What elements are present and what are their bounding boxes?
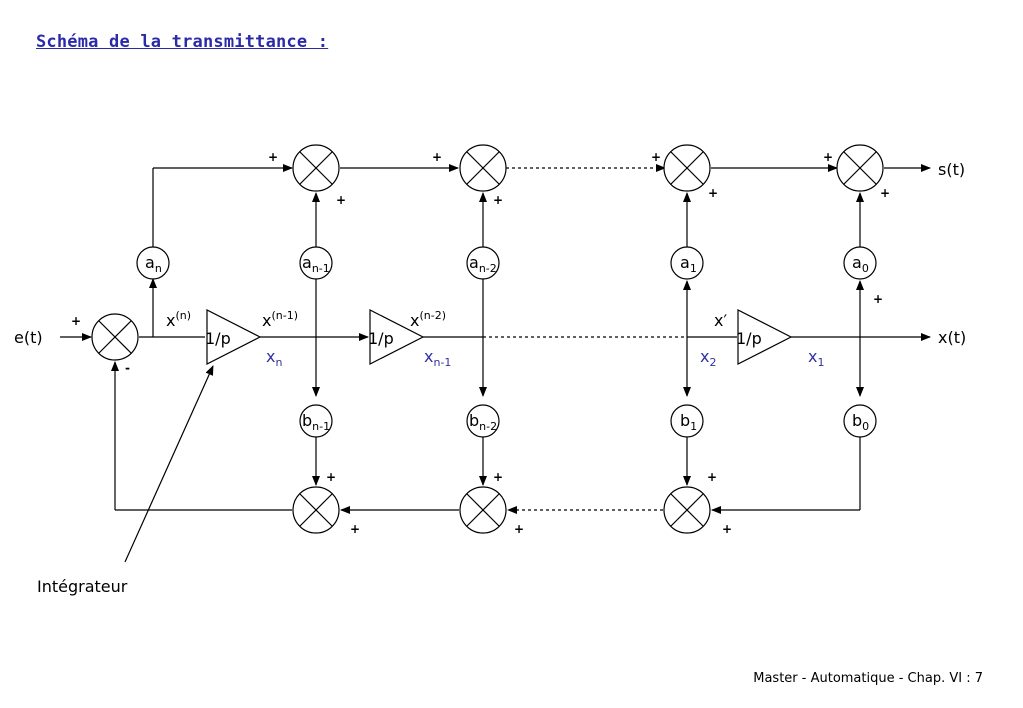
state-x2-label: x2 — [700, 347, 716, 369]
integrator-3 — [737, 309, 793, 365]
coef-bn2-label: bn-2 — [469, 411, 497, 433]
integrator-3-gain: 1/p — [736, 329, 762, 348]
sign-bot1-top: + — [326, 470, 336, 484]
deriv-xn1-label: x(n-1) — [262, 309, 298, 330]
sign-input-minus: - — [125, 361, 130, 375]
coef-an1-label: an-1 — [302, 253, 330, 275]
sign-bot3-top: + — [707, 470, 717, 484]
coef-bn2-circle — [466, 404, 500, 438]
coef-b0-circle — [843, 404, 877, 438]
sign-top1-bottom: + — [336, 193, 346, 207]
sum-top-1 — [292, 144, 340, 192]
sum-top-4 — [836, 144, 884, 192]
output-x-label: x(t) — [938, 328, 966, 347]
sign-top3-left: + — [651, 150, 661, 164]
coef-an-circle — [136, 246, 170, 280]
sign-top3-bottom: + — [708, 186, 718, 200]
coef-an2-label: an-2 — [469, 253, 497, 275]
integrator-2-gain: 1/p — [368, 329, 394, 348]
state-xn1-label: xn-1 — [424, 347, 451, 369]
coef-a1-label: a1 — [680, 253, 697, 275]
coef-a0-circle — [843, 246, 877, 280]
sum-bottom-2 — [459, 486, 507, 534]
coef-a1-circle — [670, 246, 704, 280]
coef-bn1-label: bn-1 — [302, 411, 330, 433]
state-xn-label: xn — [266, 347, 282, 369]
sum-input — [91, 313, 139, 361]
state-x1-label: x1 — [808, 347, 824, 369]
wire-integrator-pointer — [124, 365, 214, 563]
deriv-xn2-label: x(n-2) — [410, 309, 446, 330]
coef-an-label: an — [145, 253, 162, 275]
integrator-note: Intégrateur — [37, 577, 128, 596]
output-s-label: s(t) — [938, 160, 965, 179]
coef-b1-circle — [670, 404, 704, 438]
integrator-2 — [369, 309, 425, 365]
wires — [60, 164, 931, 563]
signs: + - + + + + + + + + + + + + + + + — [71, 150, 890, 536]
page-footer: Master - Automatique - Chap. VI : 7 — [753, 671, 983, 686]
sign-a0: + — [873, 292, 883, 306]
integrator-1 — [206, 309, 262, 365]
sign-top2-bottom: + — [493, 193, 503, 207]
deriv-xprime-label: x′ — [714, 311, 727, 330]
integrators — [206, 309, 793, 365]
coef-an2-circle — [466, 246, 500, 280]
sign-bot2-top: + — [493, 470, 503, 484]
coef-bn1-circle — [299, 404, 333, 438]
sign-top1-left: + — [268, 150, 278, 164]
sum-top-2 — [459, 144, 507, 192]
input-label: e(t) — [14, 328, 43, 347]
coef-an1-circle — [299, 246, 333, 280]
coef-a0-label: a0 — [852, 253, 869, 275]
sign-top4-left: + — [823, 150, 833, 164]
summing-junctions — [91, 144, 884, 534]
sum-bottom-3 — [663, 486, 711, 534]
integrator-1-gain: 1/p — [205, 329, 231, 348]
sign-top4-bottom: + — [880, 186, 890, 200]
sign-bot2-right: + — [514, 522, 524, 536]
sum-bottom-1 — [292, 486, 340, 534]
sign-bot3-right: + — [722, 522, 732, 536]
coef-b1-label: b1 — [680, 411, 697, 433]
sign-top2-left: + — [432, 150, 442, 164]
coef-b0-label: b0 — [852, 411, 869, 433]
page-title: Schéma de la transmittance : — [36, 32, 329, 52]
sign-bot1-right: + — [350, 522, 360, 536]
coefficient-circles — [136, 246, 877, 438]
deriv-xn-label: x(n) — [166, 309, 191, 330]
sum-top-3 — [663, 144, 711, 192]
sign-input-plus: + — [71, 314, 81, 328]
